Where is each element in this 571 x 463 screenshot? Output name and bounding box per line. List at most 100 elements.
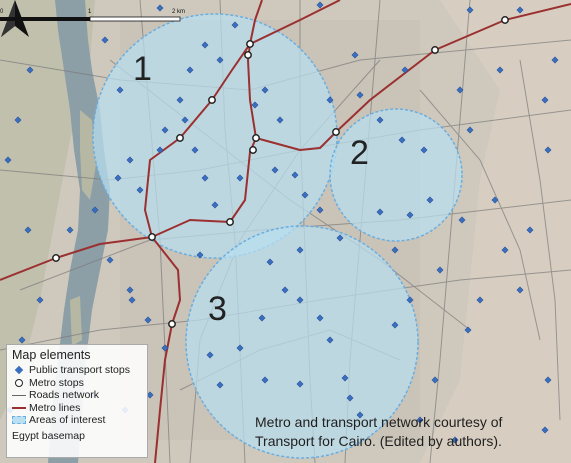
public-transport-stop[interactable] bbox=[346, 394, 354, 402]
metro-stop[interactable] bbox=[431, 46, 439, 54]
public-transport-stop[interactable] bbox=[271, 166, 279, 174]
public-transport-stop[interactable] bbox=[326, 336, 334, 344]
public-transport-stop[interactable] bbox=[476, 296, 484, 304]
public-transport-stop[interactable] bbox=[36, 296, 44, 304]
public-transport-stop[interactable] bbox=[431, 376, 439, 384]
public-transport-stop[interactable] bbox=[136, 186, 144, 194]
public-transport-stop[interactable] bbox=[4, 156, 12, 164]
public-transport-stop[interactable] bbox=[436, 266, 444, 274]
public-transport-stop[interactable] bbox=[376, 116, 384, 124]
public-transport-stop[interactable] bbox=[14, 116, 22, 124]
public-transport-stop[interactable] bbox=[466, 126, 474, 134]
metro-stop[interactable] bbox=[249, 146, 257, 154]
public-transport-stop[interactable] bbox=[316, 314, 324, 322]
area-of-interest-1[interactable] bbox=[92, 13, 338, 259]
area-of-interest-3[interactable] bbox=[185, 225, 419, 459]
public-transport-stop[interactable] bbox=[451, 436, 459, 444]
public-transport-stop[interactable] bbox=[356, 91, 364, 99]
public-transport-stop[interactable] bbox=[398, 136, 406, 144]
public-transport-stop[interactable] bbox=[231, 21, 239, 29]
metro-stop[interactable] bbox=[148, 233, 156, 241]
public-transport-stop[interactable] bbox=[296, 380, 304, 388]
public-transport-stop[interactable] bbox=[144, 316, 152, 324]
public-transport-stop[interactable] bbox=[464, 326, 472, 334]
metro-stop[interactable] bbox=[168, 320, 176, 328]
public-transport-stop[interactable] bbox=[276, 116, 284, 124]
public-transport-stop[interactable] bbox=[126, 286, 134, 294]
public-transport-stop[interactable] bbox=[391, 246, 399, 254]
metro-stop[interactable] bbox=[176, 134, 184, 142]
public-transport-stop[interactable] bbox=[126, 156, 134, 164]
public-transport-stop[interactable] bbox=[296, 246, 304, 254]
metro-stop[interactable] bbox=[252, 134, 260, 142]
public-transport-stop[interactable] bbox=[146, 391, 154, 399]
public-transport-stop[interactable] bbox=[426, 196, 434, 204]
public-transport-stop[interactable] bbox=[541, 96, 549, 104]
public-transport-stop[interactable] bbox=[341, 374, 349, 382]
public-transport-stop[interactable] bbox=[291, 171, 299, 179]
public-transport-stop[interactable] bbox=[416, 416, 424, 424]
public-transport-stop[interactable] bbox=[176, 96, 184, 104]
public-transport-stop[interactable] bbox=[326, 96, 334, 104]
public-transport-stop[interactable] bbox=[156, 4, 164, 12]
public-transport-stop[interactable] bbox=[296, 296, 304, 304]
public-transport-stop[interactable] bbox=[101, 36, 109, 44]
public-transport-stop[interactable] bbox=[406, 211, 414, 219]
public-transport-stop[interactable] bbox=[106, 256, 114, 264]
public-transport-stop[interactable] bbox=[456, 86, 464, 94]
public-transport-stop[interactable] bbox=[406, 296, 414, 304]
public-transport-stop[interactable] bbox=[114, 174, 122, 182]
public-transport-stop[interactable] bbox=[196, 251, 204, 259]
public-transport-stop[interactable] bbox=[161, 126, 169, 134]
public-transport-stop[interactable] bbox=[26, 66, 34, 74]
public-transport-stop[interactable] bbox=[316, 1, 324, 9]
public-transport-stop[interactable] bbox=[496, 66, 504, 74]
metro-stop[interactable] bbox=[332, 128, 340, 136]
public-transport-stop[interactable] bbox=[261, 376, 269, 384]
public-transport-stop[interactable] bbox=[66, 226, 74, 234]
public-transport-stop[interactable] bbox=[211, 201, 219, 209]
public-transport-stop[interactable] bbox=[301, 191, 309, 199]
public-transport-stop[interactable] bbox=[316, 206, 324, 214]
public-transport-stop[interactable] bbox=[116, 86, 124, 94]
metro-stop[interactable] bbox=[501, 16, 509, 24]
public-transport-stop[interactable] bbox=[466, 6, 474, 14]
public-transport-stop[interactable] bbox=[18, 336, 26, 344]
metro-stop[interactable] bbox=[226, 218, 234, 226]
public-transport-stop[interactable] bbox=[356, 411, 364, 419]
public-transport-stop[interactable] bbox=[216, 56, 224, 64]
public-transport-stop[interactable] bbox=[181, 116, 189, 124]
public-transport-stop[interactable] bbox=[24, 226, 32, 234]
public-transport-stop[interactable] bbox=[201, 41, 209, 49]
public-transport-stop[interactable] bbox=[544, 376, 552, 384]
public-transport-stop[interactable] bbox=[458, 216, 466, 224]
public-transport-stop[interactable] bbox=[516, 6, 524, 14]
public-transport-stop[interactable] bbox=[401, 66, 409, 74]
metro-stop[interactable] bbox=[244, 51, 252, 59]
public-transport-stop[interactable] bbox=[541, 426, 549, 434]
metro-stop[interactable] bbox=[246, 40, 254, 48]
public-transport-stop[interactable] bbox=[186, 66, 194, 74]
public-transport-stop[interactable] bbox=[156, 146, 164, 154]
public-transport-stop[interactable] bbox=[420, 146, 428, 154]
public-transport-stop[interactable] bbox=[258, 314, 266, 322]
public-transport-stop[interactable] bbox=[501, 246, 509, 254]
public-transport-stop[interactable] bbox=[191, 146, 199, 154]
metro-stop[interactable] bbox=[208, 96, 216, 104]
public-transport-stop[interactable] bbox=[281, 286, 289, 294]
public-transport-stop[interactable] bbox=[251, 101, 259, 109]
public-transport-stop[interactable] bbox=[491, 196, 499, 204]
public-transport-stop[interactable] bbox=[544, 146, 552, 154]
public-transport-stop[interactable] bbox=[236, 174, 244, 182]
public-transport-stop[interactable] bbox=[261, 86, 269, 94]
public-transport-stop[interactable] bbox=[336, 234, 344, 242]
public-transport-stop[interactable] bbox=[161, 344, 169, 352]
public-transport-stop[interactable] bbox=[201, 174, 209, 182]
public-transport-stop[interactable] bbox=[391, 321, 399, 329]
public-transport-stop[interactable] bbox=[551, 56, 559, 64]
public-transport-stop[interactable] bbox=[216, 381, 224, 389]
public-transport-stop[interactable] bbox=[236, 344, 244, 352]
public-transport-stop[interactable] bbox=[128, 296, 136, 304]
public-transport-stop[interactable] bbox=[266, 258, 274, 266]
